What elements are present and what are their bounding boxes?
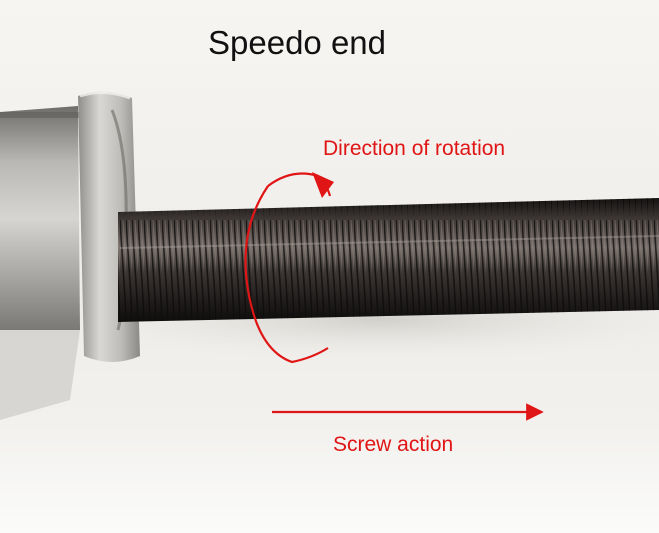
- screw-action-label: Screw action: [333, 433, 454, 456]
- title-label: Speedo end: [208, 24, 387, 61]
- rotation-arrow-head: [312, 172, 334, 198]
- threaded-screw: [118, 198, 659, 322]
- speedo-housing: [0, 106, 80, 420]
- rotation-label: Direction of rotation: [323, 137, 506, 160]
